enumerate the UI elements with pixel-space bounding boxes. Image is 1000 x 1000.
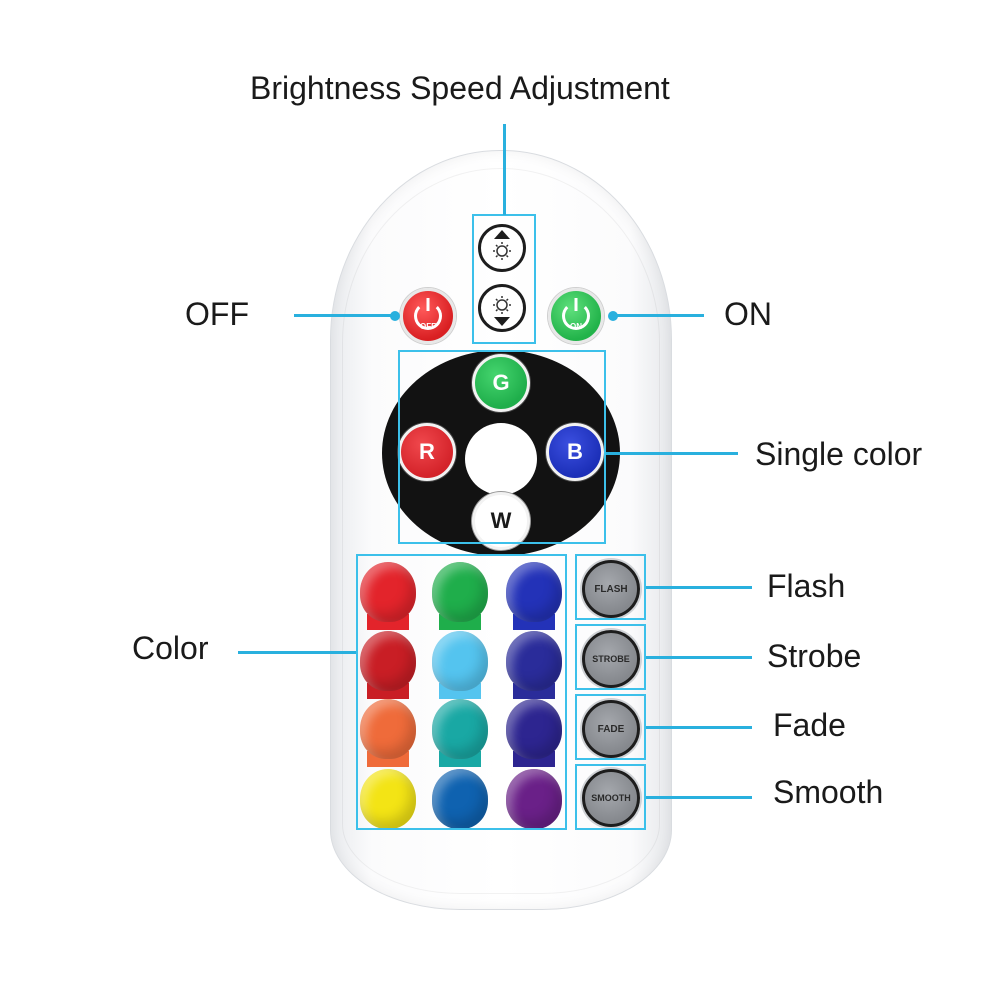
smooth-button[interactable]: SMOOTH <box>582 769 640 827</box>
strobe-leader <box>646 656 752 659</box>
off-leader <box>294 314 394 317</box>
off-button[interactable]: OFF <box>400 288 456 344</box>
brightness-highlight <box>472 214 536 344</box>
smooth-highlight <box>575 764 646 830</box>
color-button[interactable] <box>432 562 488 622</box>
color-button[interactable] <box>432 699 488 759</box>
smooth-leader <box>646 796 752 799</box>
on-button[interactable]: ON <box>548 288 604 344</box>
color-button[interactable] <box>360 769 416 829</box>
color-button[interactable] <box>506 769 562 829</box>
color-button[interactable] <box>432 769 488 829</box>
smooth-label: Smooth <box>773 774 884 810</box>
fade-highlight <box>575 694 646 760</box>
strobe-button[interactable]: STROBE <box>582 630 640 688</box>
fade-button[interactable]: FADE <box>582 700 640 758</box>
brightness-up-icon <box>493 230 511 260</box>
blue-button[interactable]: B <box>546 423 604 481</box>
color-button[interactable] <box>506 631 562 691</box>
remote-edge <box>342 168 660 894</box>
off-button-label: OFF <box>420 322 436 331</box>
single-color-leader <box>606 452 738 455</box>
power-on-icon <box>562 298 590 330</box>
brightness-down-button[interactable] <box>478 284 526 332</box>
color-button[interactable] <box>432 631 488 691</box>
fade-label: Fade <box>773 707 846 743</box>
color-button[interactable] <box>360 699 416 759</box>
flash-label: Flash <box>767 568 846 604</box>
color-button[interactable] <box>506 562 562 622</box>
off-leader-dot <box>390 311 400 321</box>
off-label: OFF <box>185 296 249 332</box>
brightness-label: Brightness Speed Adjustment <box>250 70 670 106</box>
on-button-label: ON <box>570 322 582 331</box>
color-button[interactable] <box>360 631 416 691</box>
on-label: ON <box>724 296 772 332</box>
strobe-label: Strobe <box>767 638 862 674</box>
on-leader-dot <box>608 311 618 321</box>
flash-highlight <box>575 554 646 620</box>
flash-leader <box>646 586 752 589</box>
brightness-down-icon <box>493 296 511 326</box>
color-button[interactable] <box>506 699 562 759</box>
wheel-center-button[interactable] <box>465 423 537 495</box>
strobe-highlight <box>575 624 646 690</box>
brightness-up-button[interactable] <box>478 224 526 272</box>
white-button[interactable]: W <box>472 492 530 550</box>
color-leader <box>238 651 356 654</box>
single-color-label: Single color <box>755 436 923 472</box>
green-button[interactable]: G <box>472 354 530 412</box>
flash-button[interactable]: FLASH <box>582 560 640 618</box>
color-label: Color <box>132 630 209 666</box>
fade-leader <box>646 726 752 729</box>
color-grid-highlight <box>356 554 567 830</box>
power-off-icon <box>414 298 442 330</box>
color-button[interactable] <box>360 562 416 622</box>
single-color-highlight <box>398 350 606 544</box>
brightness-leader <box>503 124 506 215</box>
on-leader <box>614 314 704 317</box>
